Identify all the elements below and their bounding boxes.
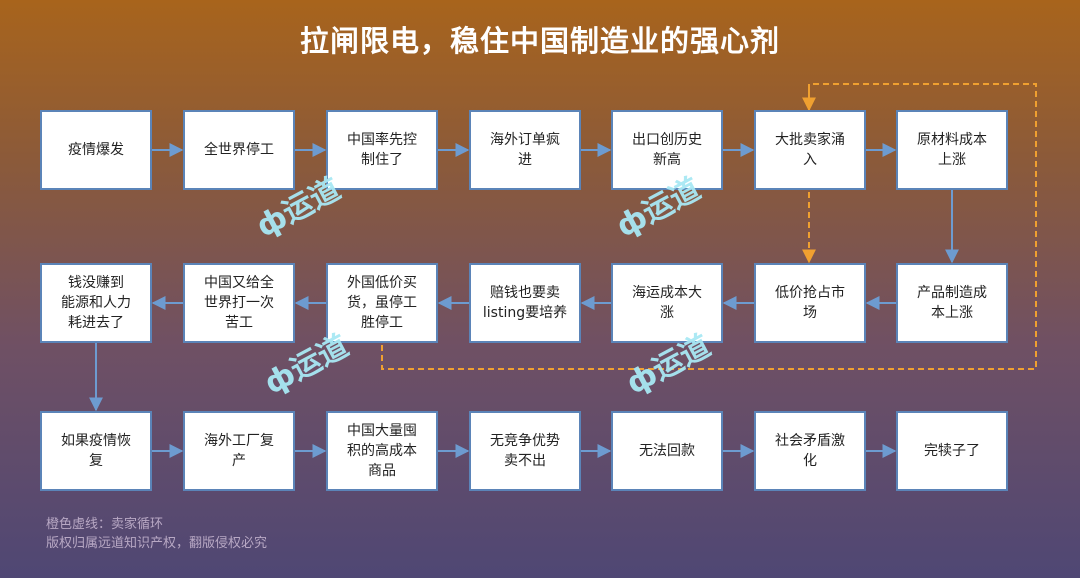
flow-box-r3c6: 社会矛盾激化 [754, 411, 866, 491]
flow-box-label: 海运成本大涨 [632, 285, 702, 321]
flow-box-r1c4: 海外订单疯进 [469, 110, 581, 190]
flow-box-r2c6: 低价抢占市场 [754, 263, 866, 343]
flow-box-r1c5: 出口创历史新高 [611, 110, 723, 190]
flow-box-label: 低价抢占市场 [775, 285, 845, 321]
flow-box-r3c5: 无法回款 [611, 411, 723, 491]
flow-box-label: 出口创历史新高 [632, 132, 702, 168]
flow-box-label: 钱没赚到能源和人力耗进去了 [61, 275, 131, 331]
flow-box-label: 海外订单疯进 [490, 132, 560, 168]
flow-box-label: 无法回款 [639, 443, 695, 459]
flow-box-r2c7: 产品制造成本上涨 [896, 263, 1008, 343]
flow-box-r2c3: 外国低价买货，虽停工胜停工 [326, 263, 438, 343]
flow-box-r2c2: 中国又给全世界打一次苦工 [183, 263, 295, 343]
flow-box-r2c1: 钱没赚到能源和人力耗进去了 [40, 263, 152, 343]
flow-box-r3c7: 完犊子了 [896, 411, 1008, 491]
flow-box-label: 疫情爆发 [68, 142, 124, 158]
copyright-note: 版权归属远道知识产权，翻版侵权必究 [46, 536, 268, 551]
flow-box-label: 原材料成本上涨 [917, 132, 987, 168]
flow-box-label: 中国大量囤积的高成本商品 [347, 423, 417, 479]
flow-box-label: 中国率先控制住了 [347, 132, 417, 168]
flow-box-r1c7: 原材料成本上涨 [896, 110, 1008, 190]
page-title: 拉闸限电，稳住中国制造业的强心剂 [299, 24, 780, 58]
flow-box-label: 产品制造成本上涨 [917, 285, 987, 321]
flow-box-r1c6: 大批卖家涌入 [754, 110, 866, 190]
flow-box-label: 大批卖家涌入 [775, 132, 845, 168]
flow-box-label: 完犊子了 [924, 443, 980, 459]
seller-loop-dashed-line [381, 83, 1037, 370]
flow-box-label: 外国低价买货，虽停工胜停工 [347, 275, 417, 331]
flow-arrows [89, 143, 959, 458]
legend-notes: 橙色虚线：卖家循环 版权归属远道知识产权，翻版侵权必究 [46, 515, 267, 553]
flow-box-r3c4: 无竞争优势卖不出 [469, 411, 581, 491]
flow-box-r1c2: 全世界停工 [183, 110, 295, 190]
flow-box-label: 社会矛盾激化 [775, 433, 845, 469]
legend-note: 橙色虚线：卖家循环 [46, 517, 164, 532]
flow-box-r1c1: 疫情爆发 [40, 110, 152, 190]
flow-box-label: 全世界停工 [204, 142, 274, 158]
flow-box-label: 如果疫情恢复 [61, 433, 131, 469]
flow-box-r2c5: 海运成本大涨 [611, 263, 723, 343]
flow-box-r3c3: 中国大量囤积的高成本商品 [326, 411, 438, 491]
flow-box-label: 无竞争优势卖不出 [490, 433, 560, 469]
flow-box-label: 海外工厂复产 [204, 433, 274, 469]
flow-box-r1c3: 中国率先控制住了 [326, 110, 438, 190]
flow-box-r3c1: 如果疫情恢复 [40, 411, 152, 491]
flow-box-label: 中国又给全世界打一次苦工 [204, 275, 274, 331]
flow-box-r3c2: 海外工厂复产 [183, 411, 295, 491]
